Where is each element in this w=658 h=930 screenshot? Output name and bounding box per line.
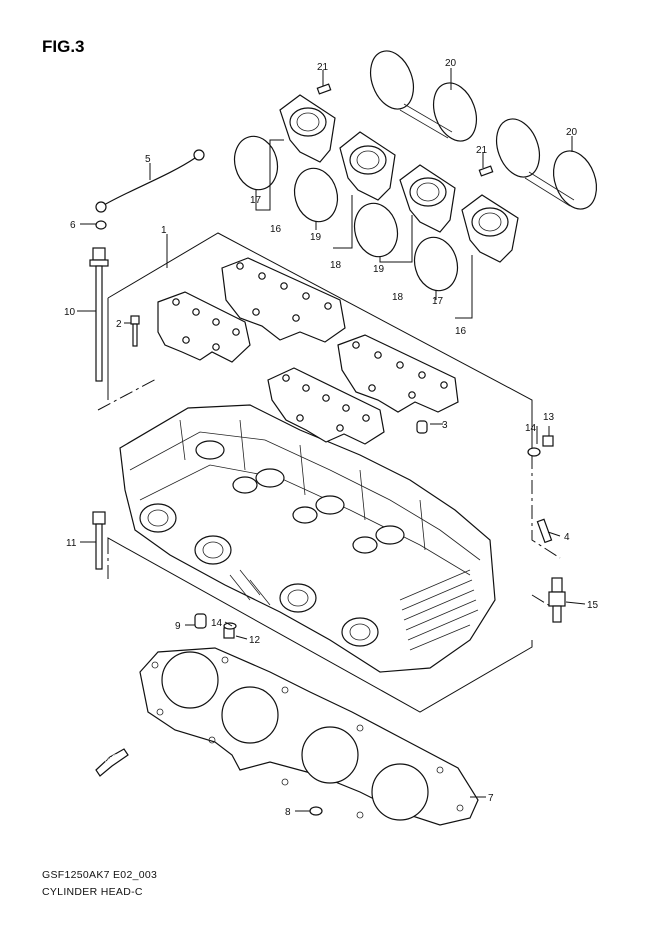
callout-16-left: 16 <box>270 224 282 235</box>
callout-7: 7 <box>488 793 494 804</box>
camshaft-holders <box>157 257 459 445</box>
callout-14-upper: 14 <box>525 423 537 434</box>
small-parts <box>89 149 566 816</box>
callout-18-left: 18 <box>330 260 342 271</box>
callout-20-right: 20 <box>566 127 578 138</box>
callout-6: 6 <box>70 220 76 231</box>
callout-14-lower: 14 <box>211 618 223 629</box>
callout-8: 8 <box>285 807 291 818</box>
callout-17-left: 17 <box>250 195 262 206</box>
assembly-frame <box>97 232 561 713</box>
callout-18-right: 18 <box>392 292 404 303</box>
model-code: GSF1250AK7 E02_003 <box>42 869 157 881</box>
callout-11: 11 <box>66 538 77 549</box>
diagram-caption: CYLINDER HEAD-C <box>42 886 143 898</box>
callout-labels: 1 2 3 4 5 6 7 8 9 10 11 12 13 14 14 15 1… <box>64 58 599 818</box>
callout-3: 3 <box>442 420 448 431</box>
leader-lines <box>77 68 586 812</box>
callout-20-left: 20 <box>445 58 457 69</box>
callout-13: 13 <box>543 412 555 423</box>
callout-19-left: 19 <box>310 232 322 243</box>
callout-16-right: 16 <box>455 326 467 337</box>
callout-21-right: 21 <box>476 145 488 156</box>
callout-15: 15 <box>587 600 599 611</box>
callout-12: 12 <box>249 635 261 646</box>
callout-5: 5 <box>145 154 151 165</box>
callout-4: 4 <box>564 532 570 543</box>
cylinder-head <box>119 404 496 673</box>
figure-title: FIG.3 <box>42 37 85 56</box>
callout-21-left: 21 <box>317 62 329 73</box>
intake-pipes <box>233 50 598 292</box>
callout-17-right: 17 <box>432 296 444 307</box>
callout-19-right: 19 <box>373 264 385 275</box>
fwd-arrow: FWD <box>95 748 129 777</box>
callout-1: 1 <box>161 225 167 236</box>
callout-10: 10 <box>64 307 76 318</box>
head-gasket <box>139 647 479 826</box>
callout-9: 9 <box>175 621 181 632</box>
callout-2: 2 <box>116 319 122 330</box>
